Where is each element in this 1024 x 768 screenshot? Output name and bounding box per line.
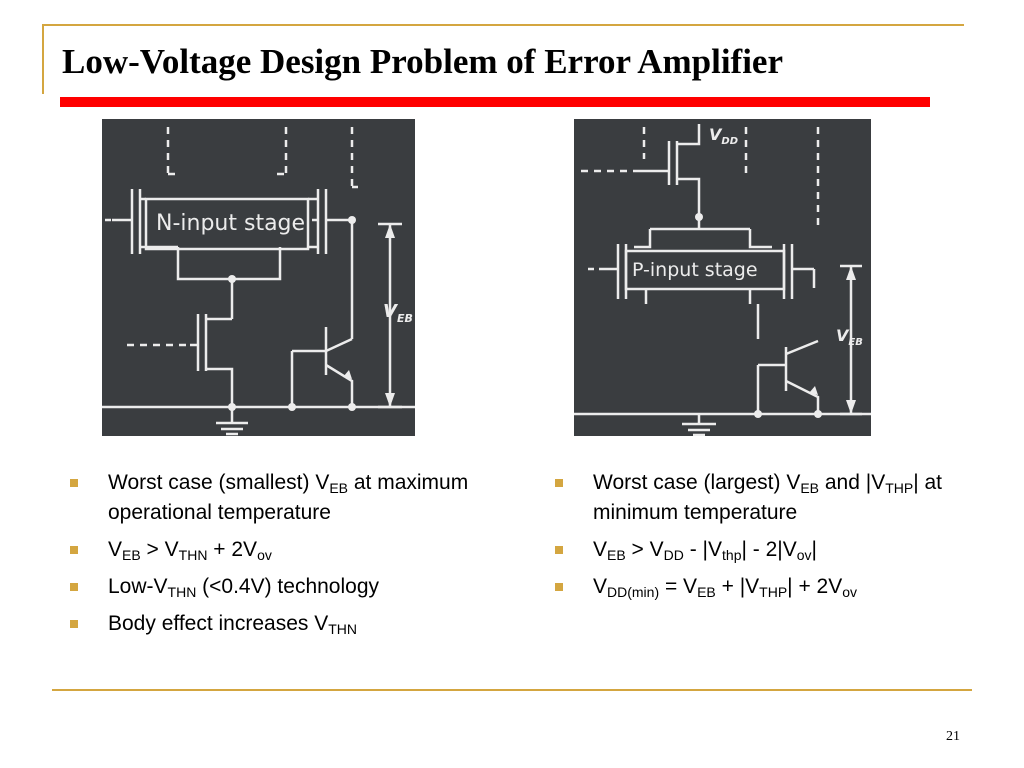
frame-left-line — [42, 24, 44, 94]
bullet-text: - |V — [683, 538, 723, 561]
svg-text:VDD: VDD — [709, 125, 738, 147]
bullet-item: Worst case (largest) VEB and |VTHP| at m… — [555, 468, 975, 528]
bullet-marker — [555, 479, 563, 487]
bullet-text: | + 2V — [787, 575, 843, 598]
bullet-item: VEB > VDD - |Vthp| - 2|Vov| — [555, 535, 975, 565]
bullet-subscript: EB — [697, 584, 716, 600]
title-underline — [60, 97, 930, 107]
right-veb-label-sub: EB — [848, 337, 862, 348]
bullet-marker — [555, 583, 563, 591]
bullet-text: V — [593, 538, 608, 561]
bullet-subscript: THP — [885, 480, 914, 496]
p-input-stage-figure: VDD P-input stage VEB — [574, 119, 871, 436]
bullet-subscript: EB — [329, 480, 349, 496]
n-input-stage-schematic: N-input stage VEB — [102, 127, 415, 436]
bullet-marker — [70, 546, 78, 554]
bullet-subscript: ov — [842, 584, 858, 600]
bullet-item: Body effect increases VTHN — [70, 609, 480, 639]
bullet-marker — [70, 479, 78, 487]
bullet-text: (<0.4V) technology — [196, 575, 380, 598]
right-bullet-list: Worst case (largest) VEB and |VTHP| at m… — [555, 468, 975, 609]
bullet-text: | at minimum temperature — [593, 471, 943, 524]
bullet-text: = V — [659, 575, 698, 598]
bullet-text: and |V — [819, 471, 886, 494]
bullet-text: at maximum operational temperature — [108, 471, 469, 524]
frame-top-line — [42, 24, 964, 26]
bullet-item: VDD(min) = VEB + |VTHP| + 2Vov — [555, 572, 975, 602]
right-vdd-label-main: V — [709, 125, 723, 144]
bullet-subscript: DD(min) — [607, 584, 660, 600]
bullet-item: Worst case (smallest) VEB at maximum ope… — [70, 468, 480, 528]
left-veb-label-sub: EB — [397, 312, 413, 325]
page-number: 21 — [946, 729, 960, 744]
bullet-subscript: THN — [167, 584, 197, 600]
bullet-subscript: DD — [663, 547, 684, 563]
bullet-subscript: EB — [122, 547, 141, 563]
bullet-text: V — [593, 575, 608, 598]
bullet-text: + |V — [715, 575, 760, 598]
left-veb-label-main: V — [383, 301, 399, 322]
svg-text:VEB: VEB — [836, 326, 863, 348]
bullet-item: VEB > VTHN + 2Vov — [70, 535, 480, 565]
svg-text:VEB: VEB — [383, 301, 413, 325]
bullet-marker — [555, 546, 563, 554]
p-input-stage-label: P-input stage — [632, 259, 758, 281]
bullet-subscript: THP — [759, 584, 788, 600]
bullet-subscript: EB — [800, 480, 820, 496]
bullet-text: | - 2|V — [741, 538, 797, 561]
left-bullet-list: Worst case (smallest) VEB at maximum ope… — [70, 468, 480, 646]
footer-rule — [52, 689, 972, 691]
n-input-stage-figure: N-input stage VEB — [102, 119, 415, 436]
bullet-text: > V — [140, 538, 179, 561]
bullet-text: Low-V — [108, 575, 168, 598]
n-input-stage-label: N-input stage — [156, 211, 305, 236]
bullet-subscript: THN — [328, 621, 358, 637]
right-vdd-label-sub: DD — [721, 136, 738, 147]
bullet-subscript: THN — [178, 547, 208, 563]
bullet-text: Worst case (smallest) V — [108, 471, 330, 494]
bullet-text: > V — [625, 538, 664, 561]
bullet-text: + 2V — [207, 538, 258, 561]
bullet-text: Worst case (largest) V — [593, 471, 801, 494]
slide-title: Low-Voltage Design Problem of Error Ampl… — [62, 42, 783, 81]
bullet-text: | — [811, 538, 818, 561]
bullet-subscript: ov — [796, 547, 812, 563]
bullet-subscript: EB — [607, 547, 626, 563]
bullet-marker — [70, 583, 78, 591]
right-veb-label-main: V — [836, 326, 850, 345]
bullet-subscript: ov — [257, 547, 272, 563]
bullet-item: Low-VTHN (<0.4V) technology — [70, 572, 480, 602]
bullet-subscript: thp — [722, 547, 742, 563]
bullet-text: V — [108, 538, 123, 561]
bullet-marker — [70, 620, 78, 628]
bullet-text: Body effect increases V — [108, 612, 329, 635]
p-input-stage-schematic: VDD P-input stage VEB — [574, 124, 871, 436]
